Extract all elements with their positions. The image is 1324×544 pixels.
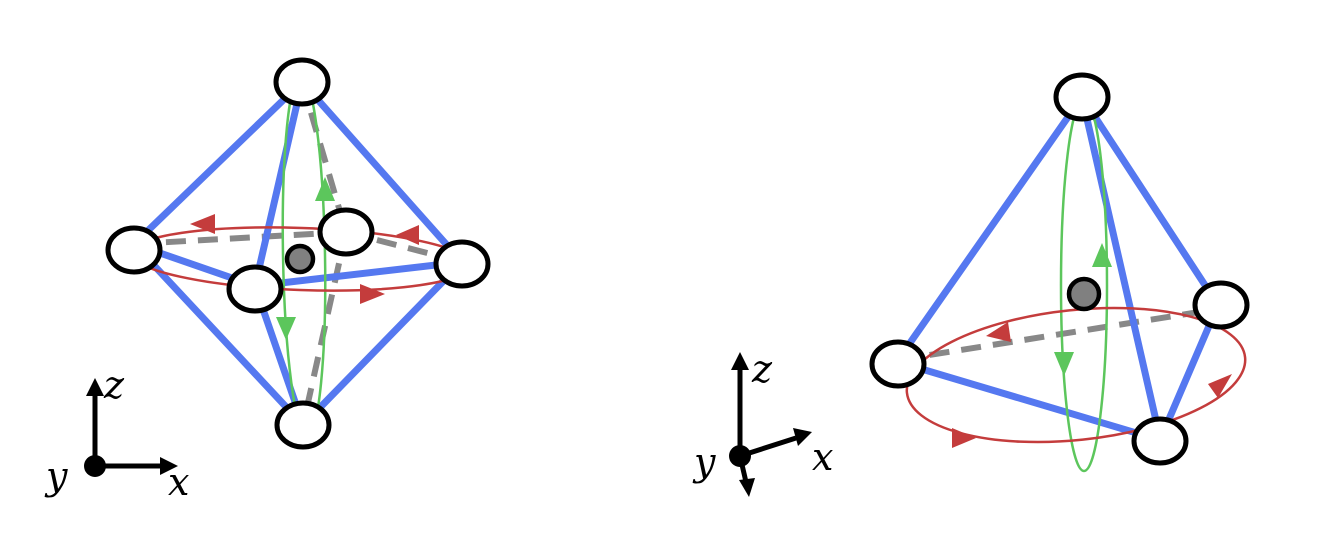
hidden-edge: [897, 306, 1219, 363]
rotation-arrow-up-right: [1208, 374, 1232, 398]
rotation-arrow-left: [190, 214, 215, 234]
hidden-edge: [299, 81, 349, 233]
horizontal-rotation-path: [905, 306, 1247, 444]
axes-left: z y x: [44, 363, 189, 504]
edge: [894, 358, 1164, 444]
ligand-atom-right: [1192, 280, 1250, 330]
ligand-atom-left: [869, 339, 927, 389]
ligand-atom-left: [105, 225, 163, 275]
octahedron-atoms: [105, 57, 491, 450]
edge: [298, 78, 466, 266]
rotation-arrow-right: [360, 284, 385, 304]
rotation-arrow-right: [952, 428, 976, 448]
x-axis-arrowhead: [793, 428, 812, 446]
y-axis-out-of-page: [84, 455, 106, 477]
edge: [251, 258, 466, 290]
rotation-arrow-left: [986, 322, 1011, 342]
axis-origin: [729, 445, 751, 467]
pyramid-atoms: [869, 72, 1250, 466]
central-atom: [284, 243, 316, 275]
ligand-atom-top: [273, 57, 331, 107]
rotation-arrow-down: [1054, 352, 1074, 376]
rotation-arrow-down: [276, 317, 296, 340]
x-axis-label: x: [168, 460, 189, 504]
edge: [130, 240, 307, 429]
z-axis-label: z: [103, 363, 125, 407]
horizontal-rotation-loop: [905, 306, 1247, 448]
octahedron-diagram: [105, 57, 491, 450]
z-axis-arrowhead: [86, 378, 104, 396]
x-axis-label: x: [812, 435, 833, 479]
ligand-atom-front: [1131, 416, 1189, 466]
ligand-atom-right: [433, 239, 491, 289]
pyramid-diagram: [869, 72, 1250, 473]
z-axis-arrowhead: [731, 352, 749, 370]
y-axis-arrowhead: [739, 478, 755, 497]
edge: [894, 93, 1086, 364]
ligand-atom-top: [1053, 72, 1111, 122]
y-axis-label: y: [692, 440, 716, 484]
edge: [1078, 93, 1164, 442]
edge: [251, 78, 306, 290]
rotation-arrow-up: [1092, 243, 1112, 267]
pyramid-edges: [894, 93, 1222, 444]
x-axis-arrowhead: [160, 457, 178, 475]
pyramid-hidden-edges: [897, 306, 1219, 363]
edge: [130, 78, 306, 248]
edge: [1156, 301, 1222, 444]
y-axis-label: y: [44, 454, 68, 498]
rotation-arrow-left: [396, 225, 419, 245]
ligand-atom-bottom: [274, 400, 332, 450]
edge: [1078, 93, 1222, 309]
edge: [299, 258, 466, 429]
central-atom: [1066, 276, 1102, 312]
axes-right: z y x: [692, 347, 833, 497]
z-axis-label: z: [751, 347, 773, 391]
ligand-atom-front: [226, 264, 284, 314]
hidden-edge: [133, 229, 347, 247]
rotation-arrow-up: [315, 177, 335, 201]
ligand-atom-back: [317, 207, 375, 257]
